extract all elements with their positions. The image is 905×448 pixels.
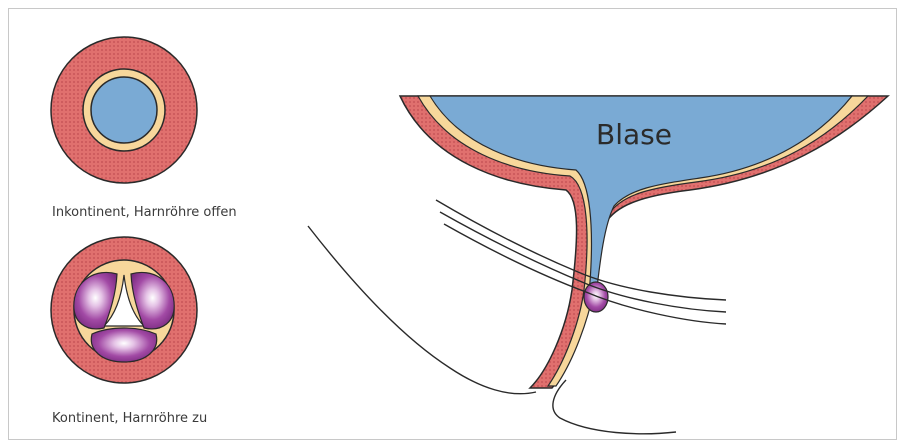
lumen-open [91, 77, 157, 143]
skin-line-2 [553, 380, 676, 434]
bulking-agent-injection [584, 282, 608, 312]
skin-line-1 [308, 226, 536, 394]
caption-closed: Kontinent, Harnröhre zu [52, 411, 207, 426]
bladder-label: Blase [596, 118, 672, 151]
cross-section-open [51, 37, 197, 183]
caption-open: Inkontinent, Harnröhre offen [52, 205, 237, 220]
bulking-cushion-bottom [91, 328, 156, 362]
pelvic-lines [308, 200, 726, 434]
cross-section-closed [51, 237, 197, 383]
